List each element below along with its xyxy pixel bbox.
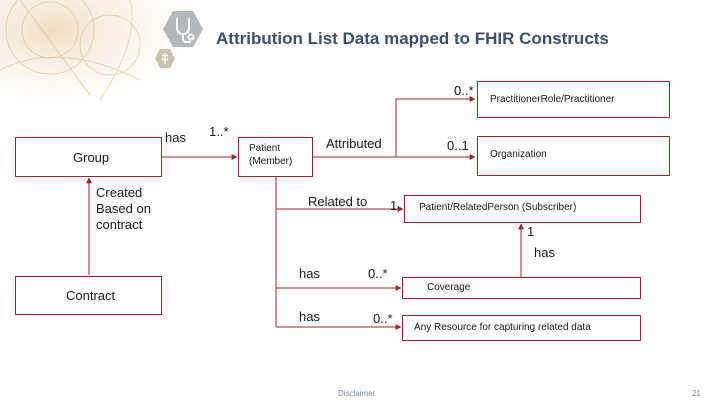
slide-title: Attribution List Data mapped to FHIR Con…: [216, 29, 609, 48]
subscriber-box: Patient/RelatedPerson (Subscriber): [404, 195, 641, 223]
has-resource-label: has: [299, 309, 320, 324]
group-cardinality-label: 1..*: [209, 124, 229, 139]
group-box: Group: [15, 137, 162, 177]
group-label: Group: [73, 150, 110, 165]
practitioner-label: PractitionerRole/Practitioner: [490, 94, 615, 105]
created-label: Created: [96, 185, 143, 200]
related-to-label: Related to: [308, 194, 368, 209]
coverage-box: Coverage: [402, 277, 641, 299]
organization-cardinality-label: 0..1: [447, 138, 469, 153]
patient-box: Patient (Member): [238, 137, 313, 177]
coverage-has-label: has: [534, 245, 555, 260]
patient-label: Patient: [249, 143, 281, 154]
contract-label: Contract: [66, 288, 116, 303]
coverage-has-cardinality-label: 1: [527, 224, 535, 239]
stethoscope-icon: [163, 11, 203, 47]
organization-box: Organization: [477, 136, 670, 176]
subscriber-cardinality-label: 1: [390, 198, 398, 213]
coverage-label: Coverage: [427, 282, 471, 293]
disclaimer-footer: Disclaimer: [338, 389, 376, 398]
organization-label: Organization: [490, 149, 547, 160]
medical-symbol-icon: [155, 49, 175, 68]
has-coverage-label: has: [299, 266, 320, 281]
has-group-label: has: [165, 130, 186, 145]
practitioner-box: PractitionerRole/Practitioner: [477, 81, 670, 118]
based-on-label: Based on: [96, 201, 151, 216]
resource-cardinality-label: 0..*: [373, 311, 393, 326]
practitioner-cardinality-label: 0..*: [454, 83, 474, 98]
patient-member-label: (Member): [249, 156, 293, 167]
contract-relation-label: contract: [96, 217, 143, 232]
attributed-label: Attributed: [326, 136, 382, 151]
any-resource-label: Any Resource for capturing related data: [414, 322, 591, 333]
coverage-cardinality-label: 0..*: [368, 266, 388, 281]
subscriber-label: Patient/RelatedPerson (Subscriber): [419, 202, 577, 213]
any-resource-box: Any Resource for capturing related data: [402, 315, 641, 341]
page-number: 21: [692, 389, 701, 398]
contract-box: Contract: [15, 276, 162, 315]
